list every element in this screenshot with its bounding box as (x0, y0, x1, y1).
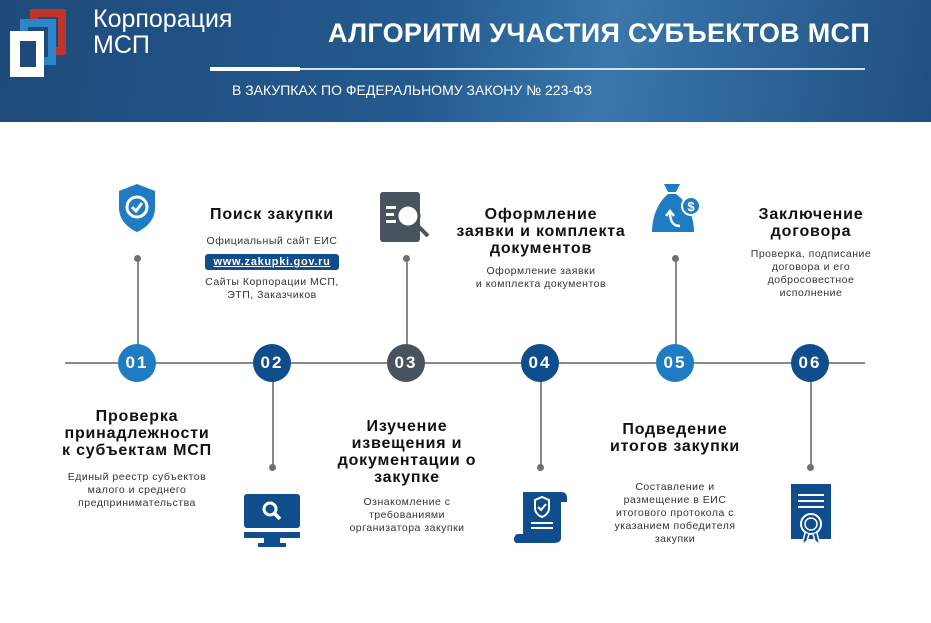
logo-line2: МСП (93, 31, 150, 59)
timeline-line (65, 362, 865, 364)
step-number-05: 05 (656, 344, 694, 382)
connector-05 (675, 258, 677, 346)
connector-06 (810, 380, 812, 468)
money-bag-icon: $ (652, 184, 701, 232)
scroll-shield-icon (514, 492, 567, 543)
logo-icon (10, 9, 66, 77)
header-divider-accent (210, 67, 300, 71)
step-description-top: Официальный сайт ЕИС (206, 235, 338, 247)
connector-dot-05 (672, 255, 679, 262)
connector-02 (272, 380, 274, 468)
page-subtitle: В ЗАКУПКАХ ПО ФЕДЕРАЛЬНОМУ ЗАКОНУ № 223-… (232, 82, 593, 98)
logo-text: Корпорация МСП (93, 6, 232, 58)
connector-04 (540, 380, 542, 468)
header-divider (210, 68, 865, 70)
connector-dot-01 (134, 255, 141, 262)
connector-dot-02 (269, 464, 276, 471)
connector-dot-03 (403, 255, 410, 262)
connector-01 (137, 258, 139, 346)
document-search-icon (380, 192, 430, 242)
monitor-search-icon (244, 494, 300, 547)
step-number-06: 06 (791, 344, 829, 382)
connector-dot-04 (537, 464, 544, 471)
page-title: АЛГОРИТМ УЧАСТИЯ СУБЪЕКТОВ МСП (328, 18, 871, 48)
shield-check-icon (119, 184, 155, 232)
step-number-03: 03 (387, 344, 425, 382)
header-banner: Корпорация МСП АЛГОРИТМ УЧАСТИЯ СУБЪЕКТО… (0, 0, 931, 122)
svg-text:$: $ (687, 199, 695, 214)
step-description: Сайты Корпорации МСП,ЭТП, Заказчиков (205, 276, 339, 301)
step-number-02: 02 (253, 344, 291, 382)
zakupki-link[interactable]: www.zakupki.gov.ru (205, 254, 339, 270)
step-number-01: 01 (118, 344, 156, 382)
certificate-icon (791, 484, 831, 546)
connector-dot-06 (807, 464, 814, 471)
connector-03 (406, 258, 408, 346)
step-02: Поиск закупки Официальный сайт ЕИС www.z… (182, 206, 362, 302)
step-title: Поиск закупки (210, 206, 334, 223)
step-number-04: 04 (521, 344, 559, 382)
logo-line1: Корпорация (93, 5, 233, 33)
